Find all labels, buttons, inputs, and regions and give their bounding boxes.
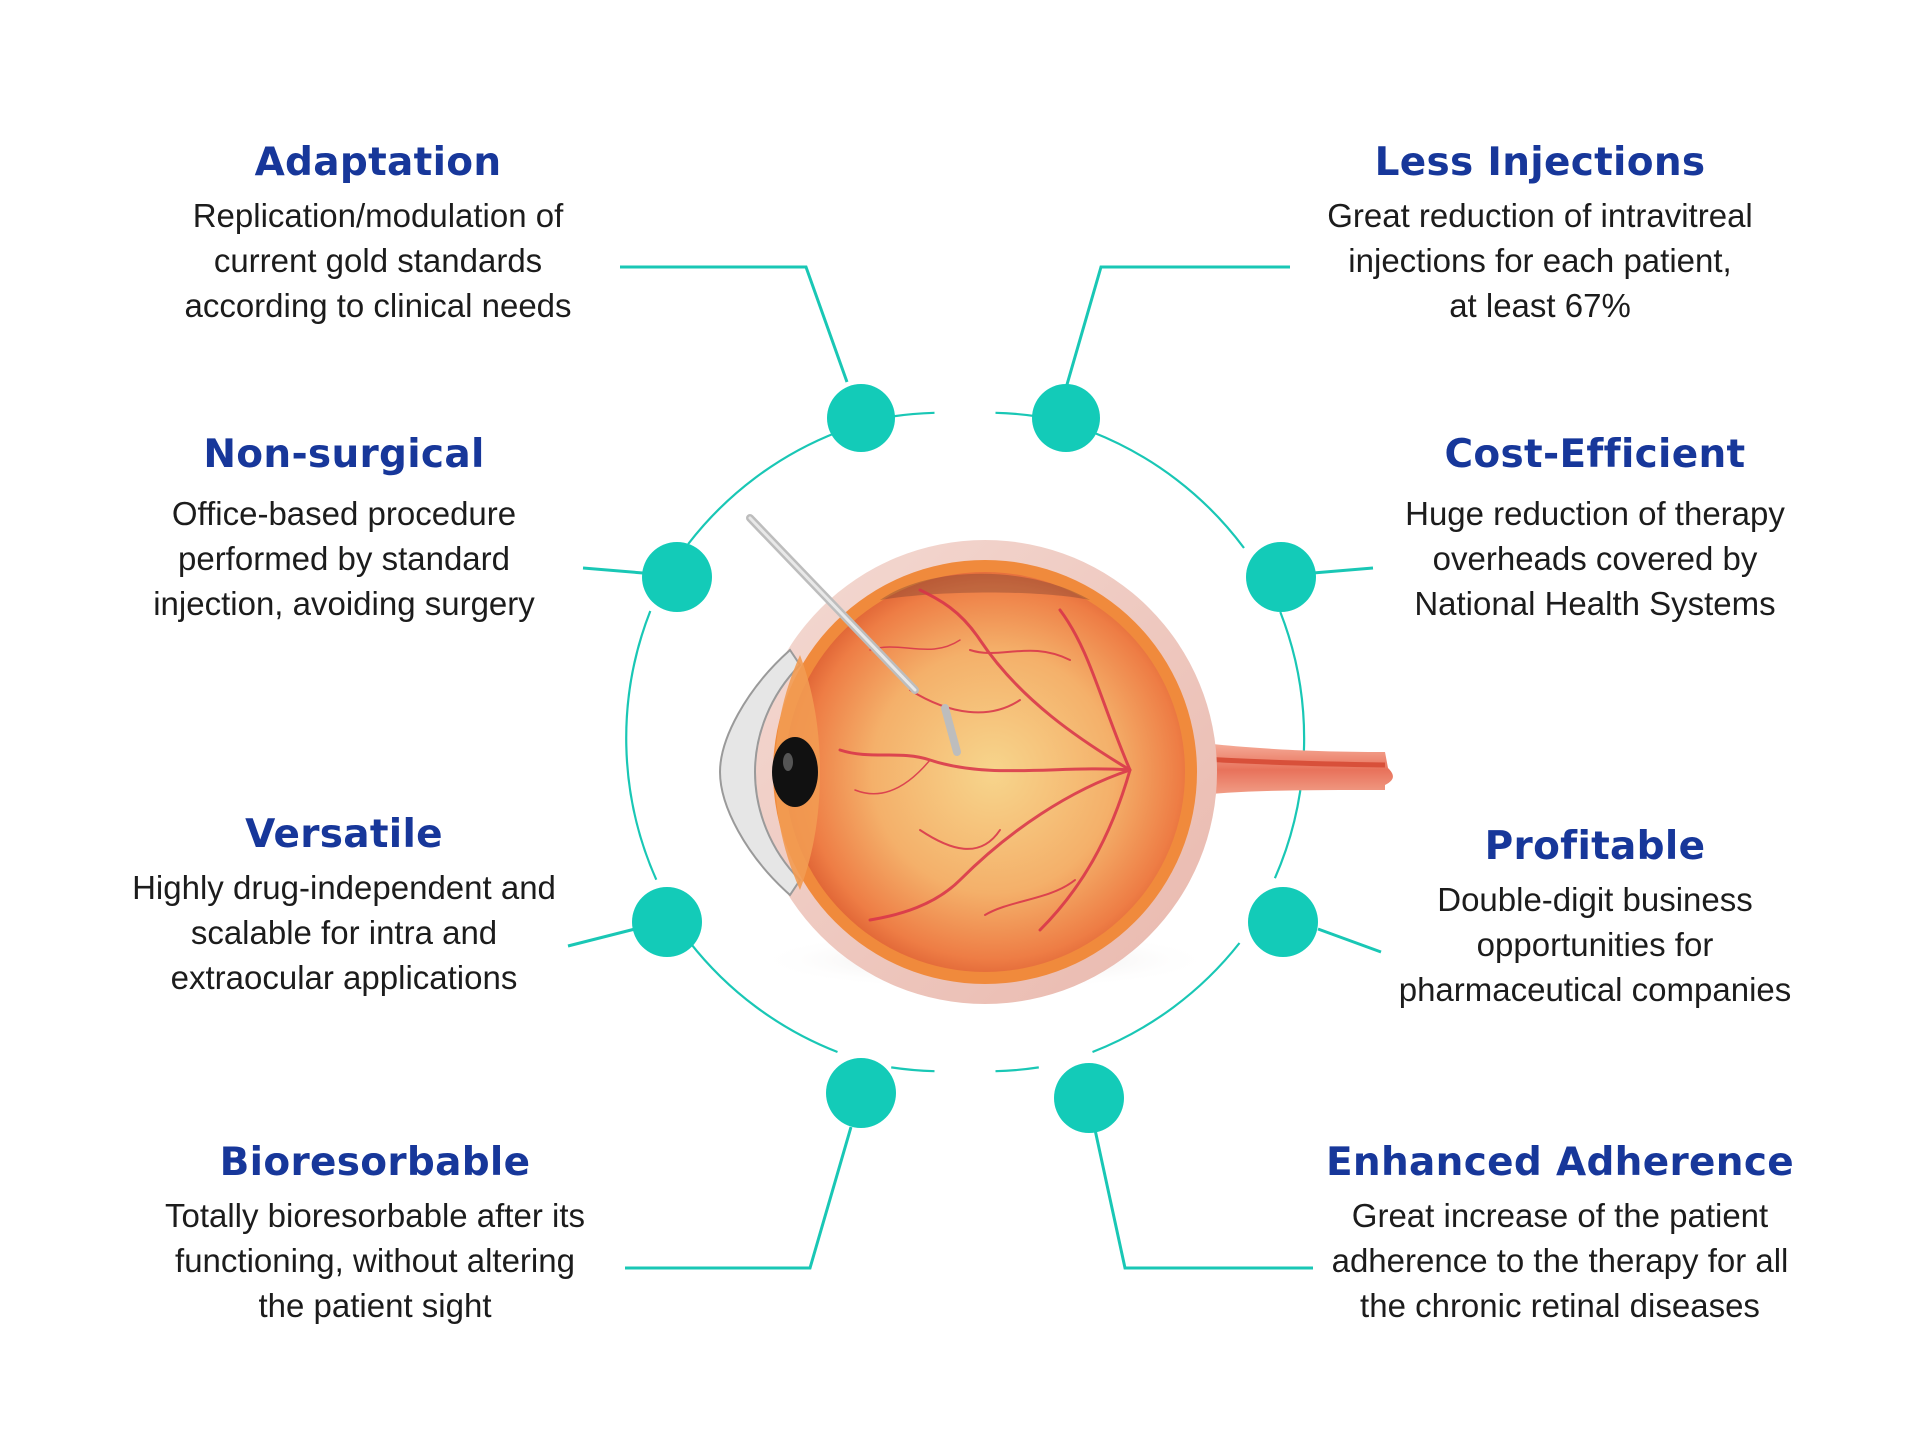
connector-versatile bbox=[567, 927, 636, 948]
feature-description: Great reduction of intravitreal injectio… bbox=[1327, 196, 1753, 324]
cornea bbox=[718, 648, 802, 897]
feature-title: Non-surgical bbox=[203, 432, 485, 477]
feature-title: Bioresorbable bbox=[219, 1140, 531, 1185]
retinal-vessels bbox=[838, 588, 1132, 932]
connector-adaptation bbox=[620, 265, 849, 383]
node-profitable bbox=[1248, 887, 1318, 957]
feature-nodes bbox=[632, 384, 1318, 1133]
feature-adaptation: Adaptation Replication/modulation of cur… bbox=[178, 140, 578, 328]
feature-enhanced-adherence: Enhanced Adherence Great increase of the… bbox=[1325, 1140, 1795, 1328]
feature-versatile: Versatile Highly drug-independent and sc… bbox=[124, 812, 564, 1000]
outer-ring bbox=[625, 411, 1306, 1073]
feature-less-injections: Less Injections Great reduction of intra… bbox=[1320, 140, 1760, 328]
feature-description: Highly drug-independent and scalable for… bbox=[132, 868, 556, 996]
node-versatile bbox=[632, 887, 702, 957]
connector-profitable bbox=[1317, 927, 1382, 954]
node-enhanced-adherence bbox=[1054, 1063, 1124, 1133]
feature-description: Replication/modulation of current gold s… bbox=[184, 196, 572, 324]
feature-description: Double-digit business opportunities for … bbox=[1398, 880, 1792, 1008]
feature-title: Less Injections bbox=[1374, 140, 1706, 185]
connector-lines bbox=[567, 265, 1382, 1270]
feature-description: Huge reduction of therapy overheads cove… bbox=[1405, 494, 1785, 622]
connector-non-surgical bbox=[582, 566, 644, 575]
node-bioresorbable bbox=[826, 1058, 896, 1128]
implant bbox=[941, 704, 961, 756]
node-non-surgical bbox=[642, 542, 712, 612]
feature-description: Office-based procedure performed by stan… bbox=[153, 494, 535, 622]
connector-less-injections bbox=[1064, 265, 1290, 389]
feature-bioresorbable: Bioresorbable Totally bioresorbable afte… bbox=[150, 1140, 600, 1328]
feature-title: Adaptation bbox=[254, 140, 502, 185]
connector-enhanced-adherence bbox=[1092, 1124, 1313, 1270]
connector-cost-efficient bbox=[1312, 566, 1374, 575]
pupil bbox=[772, 737, 818, 807]
feature-non-surgical: Non-surgical Office-based procedure perf… bbox=[139, 432, 549, 626]
feature-description: Totally bioresorbable after its function… bbox=[164, 1196, 586, 1324]
eye-illustration bbox=[718, 514, 1393, 1004]
feature-title: Enhanced Adherence bbox=[1325, 1140, 1795, 1185]
connector-bioresorbable bbox=[625, 1126, 853, 1270]
feature-title: Profitable bbox=[1484, 824, 1706, 869]
optic-nerve bbox=[1170, 740, 1393, 800]
feature-profitable: Profitable Double-digit business opportu… bbox=[1385, 824, 1805, 1012]
node-cost-efficient bbox=[1246, 542, 1316, 612]
feature-title: Versatile bbox=[245, 812, 443, 857]
feature-title: Cost-Efficient bbox=[1444, 432, 1746, 477]
node-less-injections bbox=[1032, 384, 1100, 452]
feature-cost-efficient: Cost-Efficient Huge reduction of therapy… bbox=[1385, 432, 1805, 626]
feature-description: Great increase of the patient adherence … bbox=[1331, 1196, 1789, 1324]
node-adaptation bbox=[827, 384, 895, 452]
